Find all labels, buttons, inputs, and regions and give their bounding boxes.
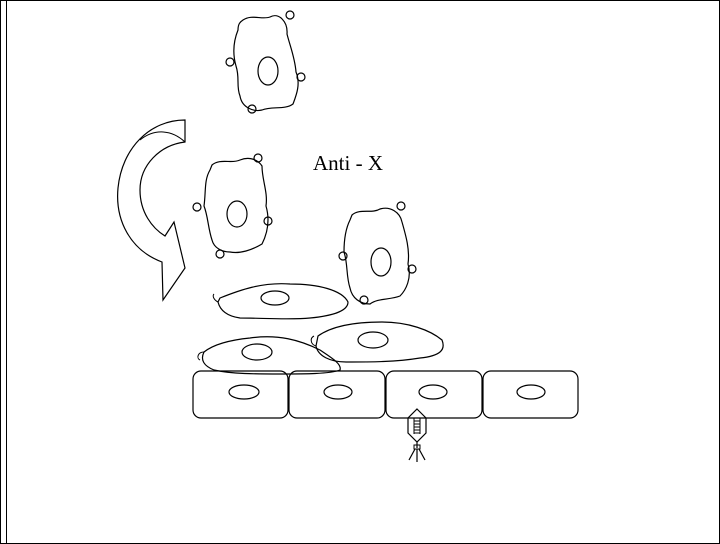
virus-particle bbox=[407, 408, 427, 462]
epithelial-cell-2 bbox=[288, 370, 386, 419]
floating-cell-3 bbox=[338, 201, 417, 305]
curved-arrow bbox=[117, 119, 186, 302]
floating-cell-1 bbox=[225, 10, 306, 114]
epithelial-cell-3 bbox=[385, 370, 483, 419]
epithelial-layer bbox=[192, 370, 579, 419]
flattened-cell-3 bbox=[310, 321, 444, 363]
flattened-cell-1 bbox=[212, 283, 349, 320]
epithelial-cell-1 bbox=[192, 370, 289, 419]
epithelial-cell-4 bbox=[482, 370, 579, 419]
antibody-label: Anti - X bbox=[313, 151, 383, 175]
flattened-cell-2 bbox=[197, 336, 341, 375]
floating-cell-2 bbox=[192, 153, 273, 259]
